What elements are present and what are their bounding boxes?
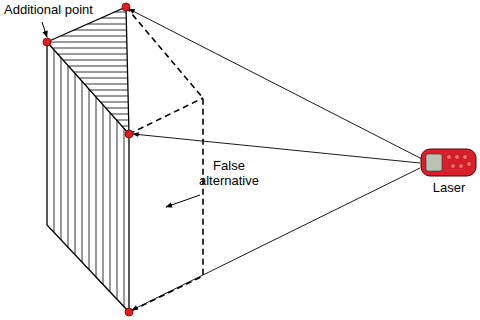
laser-device [421, 149, 476, 176]
wall-outline [47, 7, 129, 312]
device-label: Laser [422, 180, 476, 195]
laser-rays [129, 9, 422, 310]
false-alternative-outline [126, 7, 203, 312]
region-label: False alternative [192, 158, 266, 188]
leader-arrows [42, 22, 200, 207]
callout-label: Additional point [4, 2, 134, 17]
measure-points [43, 3, 133, 316]
